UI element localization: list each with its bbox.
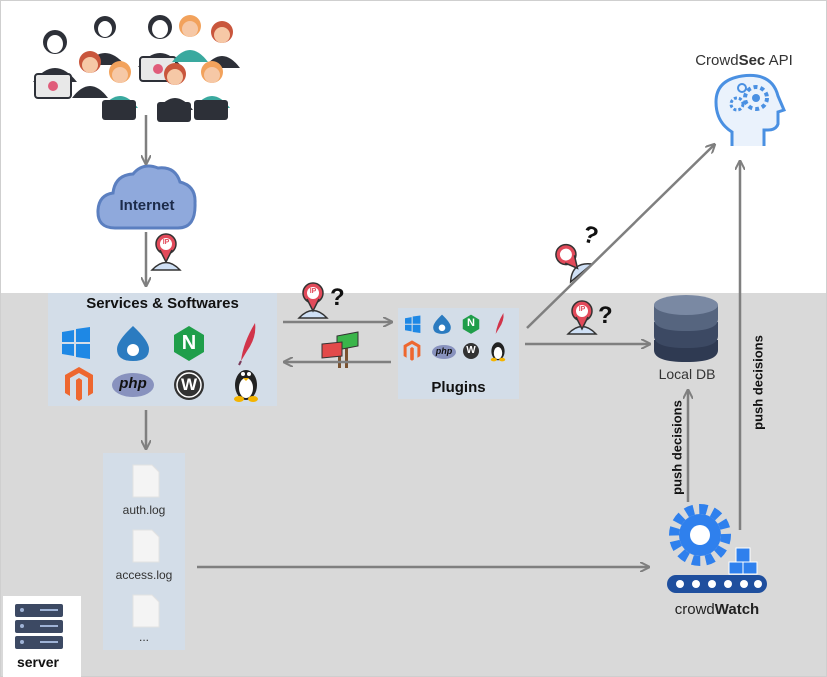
internet-cloud	[96, 164, 197, 230]
apache-feather-icon	[238, 323, 256, 366]
server-label: server	[16, 654, 60, 670]
log-file-auth: auth.log	[122, 503, 166, 517]
ip-pin-text-3: IP	[578, 306, 586, 313]
local-db-icon	[654, 295, 718, 362]
crowdsec-api-bold: Sec	[738, 52, 766, 69]
ip-location-pin-icon	[297, 282, 329, 319]
plugin-nginx-letter: N	[467, 317, 475, 329]
log-file-icon	[132, 464, 160, 628]
question-mark-1: ?	[330, 284, 345, 311]
crowdsec-api-suffix: API	[765, 52, 793, 69]
plugin-linux-tux-icon	[490, 342, 506, 362]
plugin-nginx-icon	[462, 314, 480, 334]
php-text: php	[119, 375, 147, 392]
crowdwatch-gear-icon	[667, 504, 767, 593]
plugin-php-text: php	[435, 346, 453, 356]
wordpress-letter: W	[180, 375, 198, 394]
crowdsec-brain-icon	[714, 73, 787, 146]
local-db-label: Local DB	[646, 366, 728, 382]
plugin-magento-icon	[403, 340, 421, 361]
plugin-drupal-icon	[433, 314, 451, 334]
ip-pin-text-2: IP	[309, 288, 317, 295]
local-db-label-text: Local DB	[658, 366, 716, 382]
plugin-wordpress-icon	[463, 343, 479, 359]
decision-signpost-icon	[321, 331, 359, 368]
crowdwatch-bold: Watch	[714, 601, 760, 618]
plugin-php-icon	[432, 345, 456, 359]
nginx-letter: N	[181, 332, 197, 354]
php-icon	[112, 373, 154, 397]
internet-label: Internet	[119, 197, 175, 214]
plugin-wordpress-letter: W	[466, 345, 476, 356]
crowdsec-api-prefix: Crowd	[695, 52, 739, 69]
plugin-windows-icon	[405, 315, 421, 334]
crowdsec-api-label: CrowdSec API	[686, 52, 802, 69]
magento-icon	[65, 367, 93, 401]
linux-tux-icon	[234, 370, 258, 402]
wordpress-icon	[174, 370, 204, 400]
plugins-label: Plugins	[431, 379, 486, 396]
edge-arrows	[146, 115, 740, 567]
question-mark-2: ?	[598, 302, 613, 329]
crowdwatch-label: crowdWatch	[660, 601, 774, 618]
ip-pin-text-1: IP	[162, 239, 170, 246]
plugin-apache-feather-icon	[495, 313, 504, 334]
nginx-icon	[174, 326, 204, 361]
server-icon	[15, 604, 63, 649]
push-decisions-label-1: push decisions	[669, 400, 685, 495]
ip-location-pin-icon	[150, 233, 182, 271]
attackers-crowd-icon	[33, 15, 240, 122]
arrow-plugins-to-crowdsec-api	[526, 145, 714, 329]
log-file-access: access.log	[115, 568, 173, 582]
services-title: Services & Softwares	[86, 295, 239, 312]
drupal-icon	[117, 326, 149, 361]
crowdwatch-prefix: crowd	[674, 601, 715, 618]
windows-icon	[62, 327, 90, 359]
ip-location-pin-icon	[566, 300, 598, 335]
push-decisions-label-2: push decisions	[750, 335, 766, 430]
log-file-more: ...	[138, 630, 149, 644]
